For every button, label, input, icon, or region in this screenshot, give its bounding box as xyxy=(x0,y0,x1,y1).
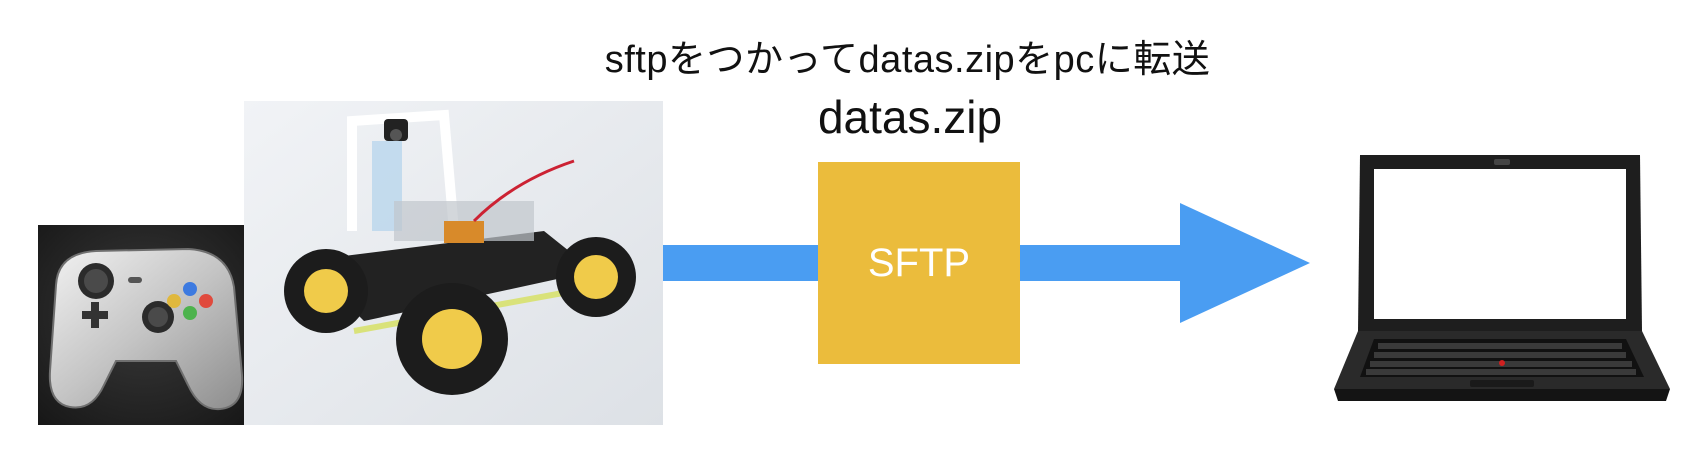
wheel-rear-left xyxy=(284,249,368,333)
file-label: datas.zip xyxy=(817,91,1003,143)
sftp-box: SFTP xyxy=(818,162,1020,364)
diagram-title: sftpをつかってdatas.zipをpcに転送 xyxy=(604,39,1211,81)
wheel-front-left xyxy=(396,283,508,395)
laptop-icon xyxy=(1334,155,1670,401)
gamepad-icon xyxy=(38,225,249,425)
sftp-label: SFTP xyxy=(867,240,971,285)
rc-car-icon xyxy=(244,101,663,425)
arrow-head xyxy=(1180,203,1310,323)
wheel-rear-right xyxy=(556,237,636,317)
